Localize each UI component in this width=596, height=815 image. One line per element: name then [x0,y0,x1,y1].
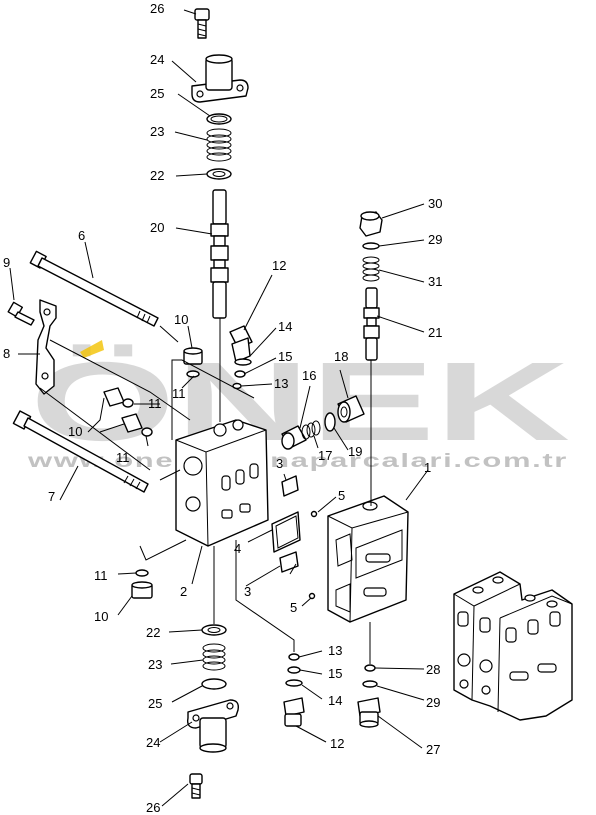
callout-labels: 26 24 25 23 22 20 6 9 12 10 14 8 15 11 1… [3,1,442,815]
assembled-valve-view [453,571,573,721]
callout-13-top: 13 [274,376,288,391]
plug-16 [281,425,307,450]
callout-8: 8 [3,346,10,361]
callout-9: 9 [3,255,10,270]
callout-6: 6 [78,228,85,243]
leader-lines [9,9,429,807]
callout-31: 31 [428,274,442,289]
callout-11-left-a: 11 [148,396,162,411]
callout-23-lower: 23 [148,657,162,672]
callout-12-lower: 12 [330,736,344,751]
callout-19: 19 [348,444,362,459]
watermark-url: www.onekmakinaparcalari.com.tr [26,451,568,472]
callout-26-top: 26 [150,1,164,16]
callout-11-upper: 11 [172,386,186,401]
tie-bolt-7 [12,410,149,493]
bolt-9 [7,301,35,326]
watermark-accent-mark [80,340,104,358]
callout-29-lower: 29 [426,695,440,710]
callout-28: 28 [426,662,440,677]
callout-14-lower: 14 [328,693,342,708]
relief-valve-12-bottom [283,653,305,727]
spring-23 [206,128,232,162]
callout-5-lower: 5 [290,600,297,615]
spring-31 [362,256,380,282]
tie-bolt-6 [29,250,159,327]
callout-5-upper: 5 [338,488,345,503]
top-plunger-assembly [191,8,249,319]
callout-24-top: 24 [150,52,164,67]
right-spool-assembly [359,211,383,361]
callout-20: 20 [150,220,164,235]
callout-15-top: 15 [278,349,292,364]
plug-18 [337,395,365,423]
plug-10-upper [183,347,203,378]
callout-3-lower: 3 [244,584,251,599]
plug-27-assembly [357,664,381,728]
valve-section-1 [327,495,409,623]
callout-24-lower: 24 [146,735,160,750]
callout-15-lower: 15 [328,666,342,681]
callout-18: 18 [334,349,348,364]
callout-16: 16 [302,368,316,383]
bracket-8 [35,299,57,395]
callout-10-lower: 10 [94,609,108,624]
watermark: ÖNEK www.onekmakinaparcalari.com.tr [26,339,570,472]
spring-23-lower [202,643,226,671]
callout-1: 1 [424,460,431,475]
callout-11-left-b: 11 [116,450,130,465]
callout-2: 2 [180,584,187,599]
callout-30: 30 [428,196,442,211]
callout-25-top: 25 [150,86,164,101]
callout-7: 7 [48,489,55,504]
callout-21: 21 [428,325,442,340]
callout-23-top: 23 [150,124,164,139]
callout-22-lower: 22 [146,625,160,640]
plug-10-left-pair [103,387,153,437]
callout-13-lower: 13 [328,643,342,658]
callout-29-upper: 29 [428,232,442,247]
callout-17: 17 [318,448,332,463]
gaskets [271,475,318,600]
callout-11-lower: 11 [94,568,108,583]
callout-14-top: 14 [278,319,292,334]
callout-26-lower: 26 [146,800,160,815]
lower-plunger-assembly [131,569,240,799]
callout-3-upper: 3 [276,456,283,471]
ring-19 [324,412,336,432]
spring-17 [301,420,321,440]
callout-22-top: 22 [150,168,164,183]
callout-25-lower: 25 [148,696,162,711]
callout-10-left: 10 [68,424,82,439]
callout-12-top: 12 [272,258,286,273]
callout-4: 4 [234,541,241,556]
callout-10-upper: 10 [174,312,188,327]
callout-27: 27 [426,742,440,757]
valve-body-2 [175,419,269,547]
